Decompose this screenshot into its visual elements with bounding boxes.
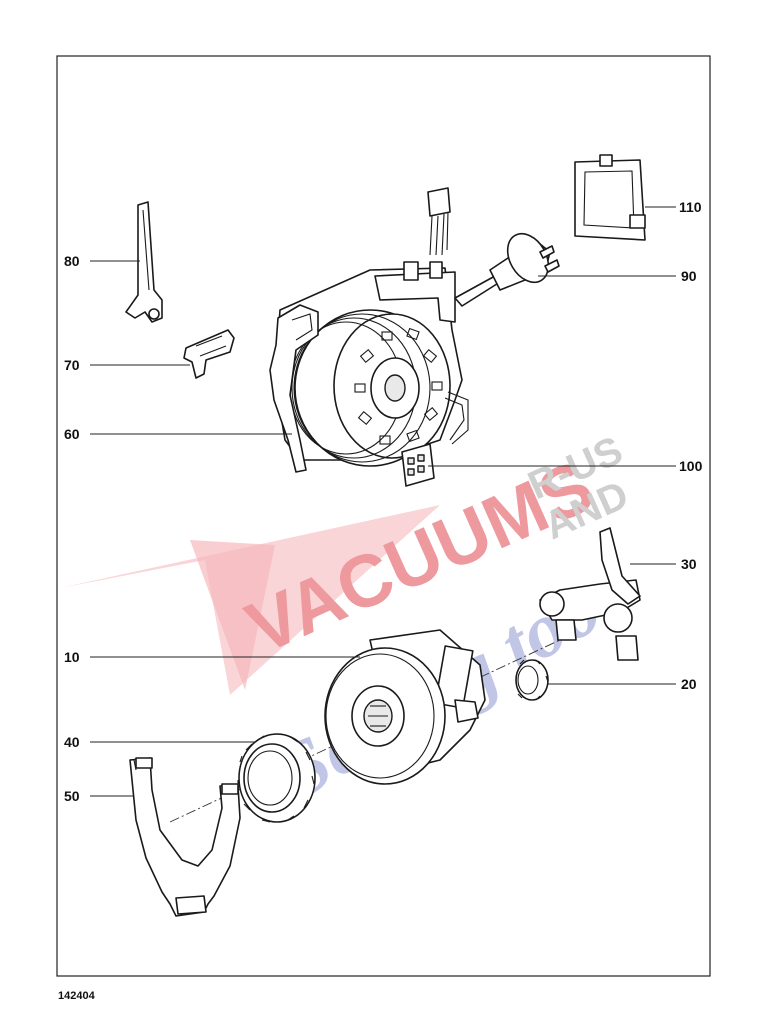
watermark-v-swoosh [60, 505, 440, 695]
motor-bracket-icon [539, 527, 641, 661]
document-number: 142404 [58, 990, 95, 1002]
callouts: 80 70 60 110 90 100 30 10 20 40 50 [64, 199, 703, 804]
callout-80: 80 [64, 253, 80, 269]
motor-icon [324, 629, 486, 785]
fork-support-icon [129, 757, 241, 917]
callout-90: 90 [681, 268, 697, 284]
drawing-frame [56, 55, 711, 977]
callout-30: 30 [681, 556, 697, 572]
bearing-ring-icon [237, 733, 316, 823]
coupling-icon [515, 659, 549, 701]
contact-clip-icon [183, 329, 235, 379]
callout-100: 100 [679, 458, 703, 474]
callout-70: 70 [64, 357, 80, 373]
callout-110: 110 [679, 199, 702, 215]
lever-icon [125, 201, 163, 323]
leader-lines [90, 206, 676, 797]
callout-10: 10 [64, 649, 80, 665]
callout-60: 60 [64, 426, 80, 442]
callout-20: 20 [681, 676, 697, 692]
square-frame-icon [574, 154, 646, 241]
mains-plug-icon [427, 187, 560, 307]
cable-reel-icon [269, 261, 469, 473]
terminal-block-icon [401, 443, 435, 487]
callout-50: 50 [64, 788, 80, 804]
callout-40: 40 [64, 734, 80, 750]
